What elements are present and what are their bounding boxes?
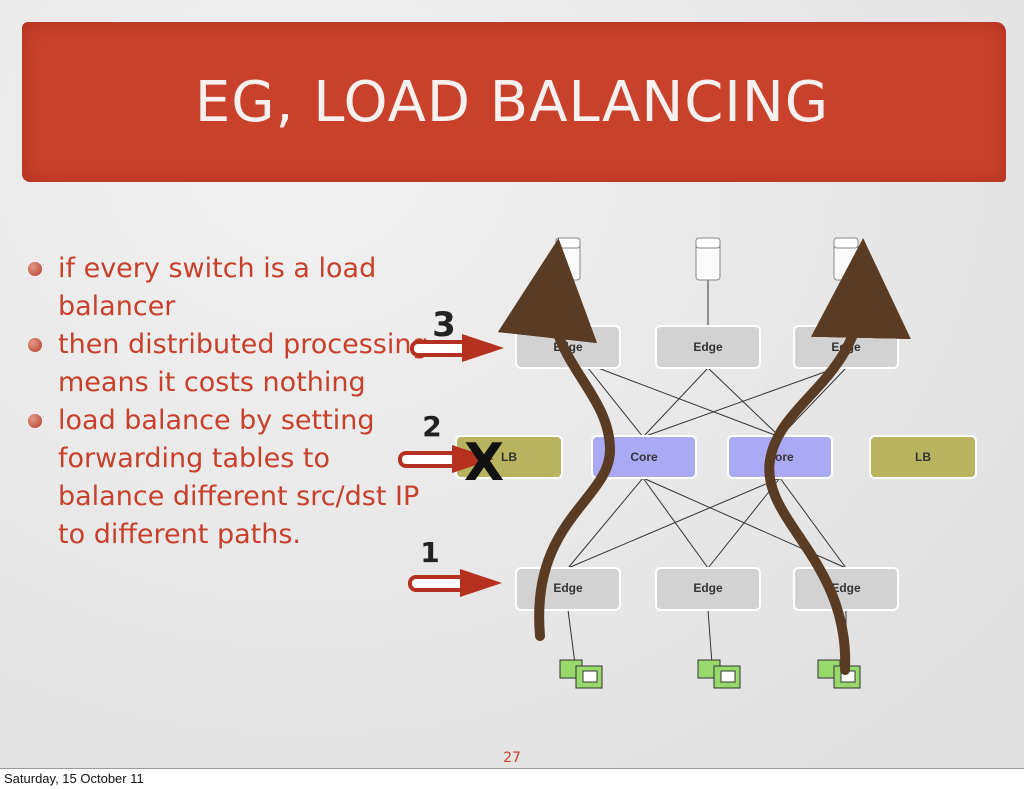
- edge-label: Edge: [831, 581, 861, 595]
- bullet-item: if every switch is a load balancer: [24, 250, 444, 326]
- bullet-icon: [28, 338, 42, 352]
- marker-number-2: 2: [422, 410, 441, 443]
- slide-title: EG, LOAD BALANCING: [194, 70, 830, 135]
- marker-arrow-3: [410, 334, 504, 362]
- page-number: 27: [503, 750, 521, 766]
- footer-bar: Saturday, 15 October 11: [0, 768, 1024, 789]
- bullet-icon: [28, 262, 42, 276]
- failure-x-mark: X: [464, 433, 504, 493]
- edge-label: Edge: [693, 340, 723, 354]
- edge-switch-bottom: Edge: [793, 567, 899, 611]
- marker-arrow-1: [408, 569, 502, 597]
- server-icon: [833, 237, 859, 281]
- network-diagram: Edge Edge Edge LB Core Core LB: [398, 237, 977, 689]
- edge-switch-top: Edge: [655, 325, 761, 369]
- bullet-item: then distributed processing means it cos…: [24, 326, 444, 402]
- title-banner: [22, 22, 1006, 182]
- bullet-icon: [28, 414, 42, 428]
- edge-switch-bottom: Edge: [515, 567, 621, 611]
- marker-number-3: 3: [432, 305, 456, 345]
- core-switch: Core: [591, 435, 697, 479]
- footer-date: Saturday, 15 October 11: [4, 771, 144, 786]
- edge-label: Edge: [693, 581, 723, 595]
- traffic-path-right: [764, 238, 911, 675]
- host-icon: [697, 659, 741, 689]
- edge-label: Edge: [553, 581, 583, 595]
- slide: EG, LOAD BALANCING if every switch is a …: [0, 0, 1024, 768]
- lb-switch: LB: [869, 435, 977, 479]
- host-icon: [817, 659, 861, 689]
- host-icon: [559, 659, 603, 689]
- core-switch: Core: [727, 435, 833, 479]
- bullet-item: load balance by setting forwarding table…: [24, 402, 444, 554]
- server-icon: [555, 237, 581, 281]
- lb-label: LB: [915, 450, 931, 464]
- core-label: Core: [630, 450, 658, 464]
- traffic-path-left: [497, 238, 616, 641]
- lb-label: LB: [501, 450, 517, 464]
- bullet-list: if every switch is a load balancer then …: [24, 250, 444, 554]
- server-icon: [695, 237, 721, 281]
- marker-number-1: 1: [420, 536, 439, 569]
- edge-switch-bottom: Edge: [655, 567, 761, 611]
- marker-arrow-2: [398, 445, 494, 473]
- lb-switch: LB: [455, 435, 563, 479]
